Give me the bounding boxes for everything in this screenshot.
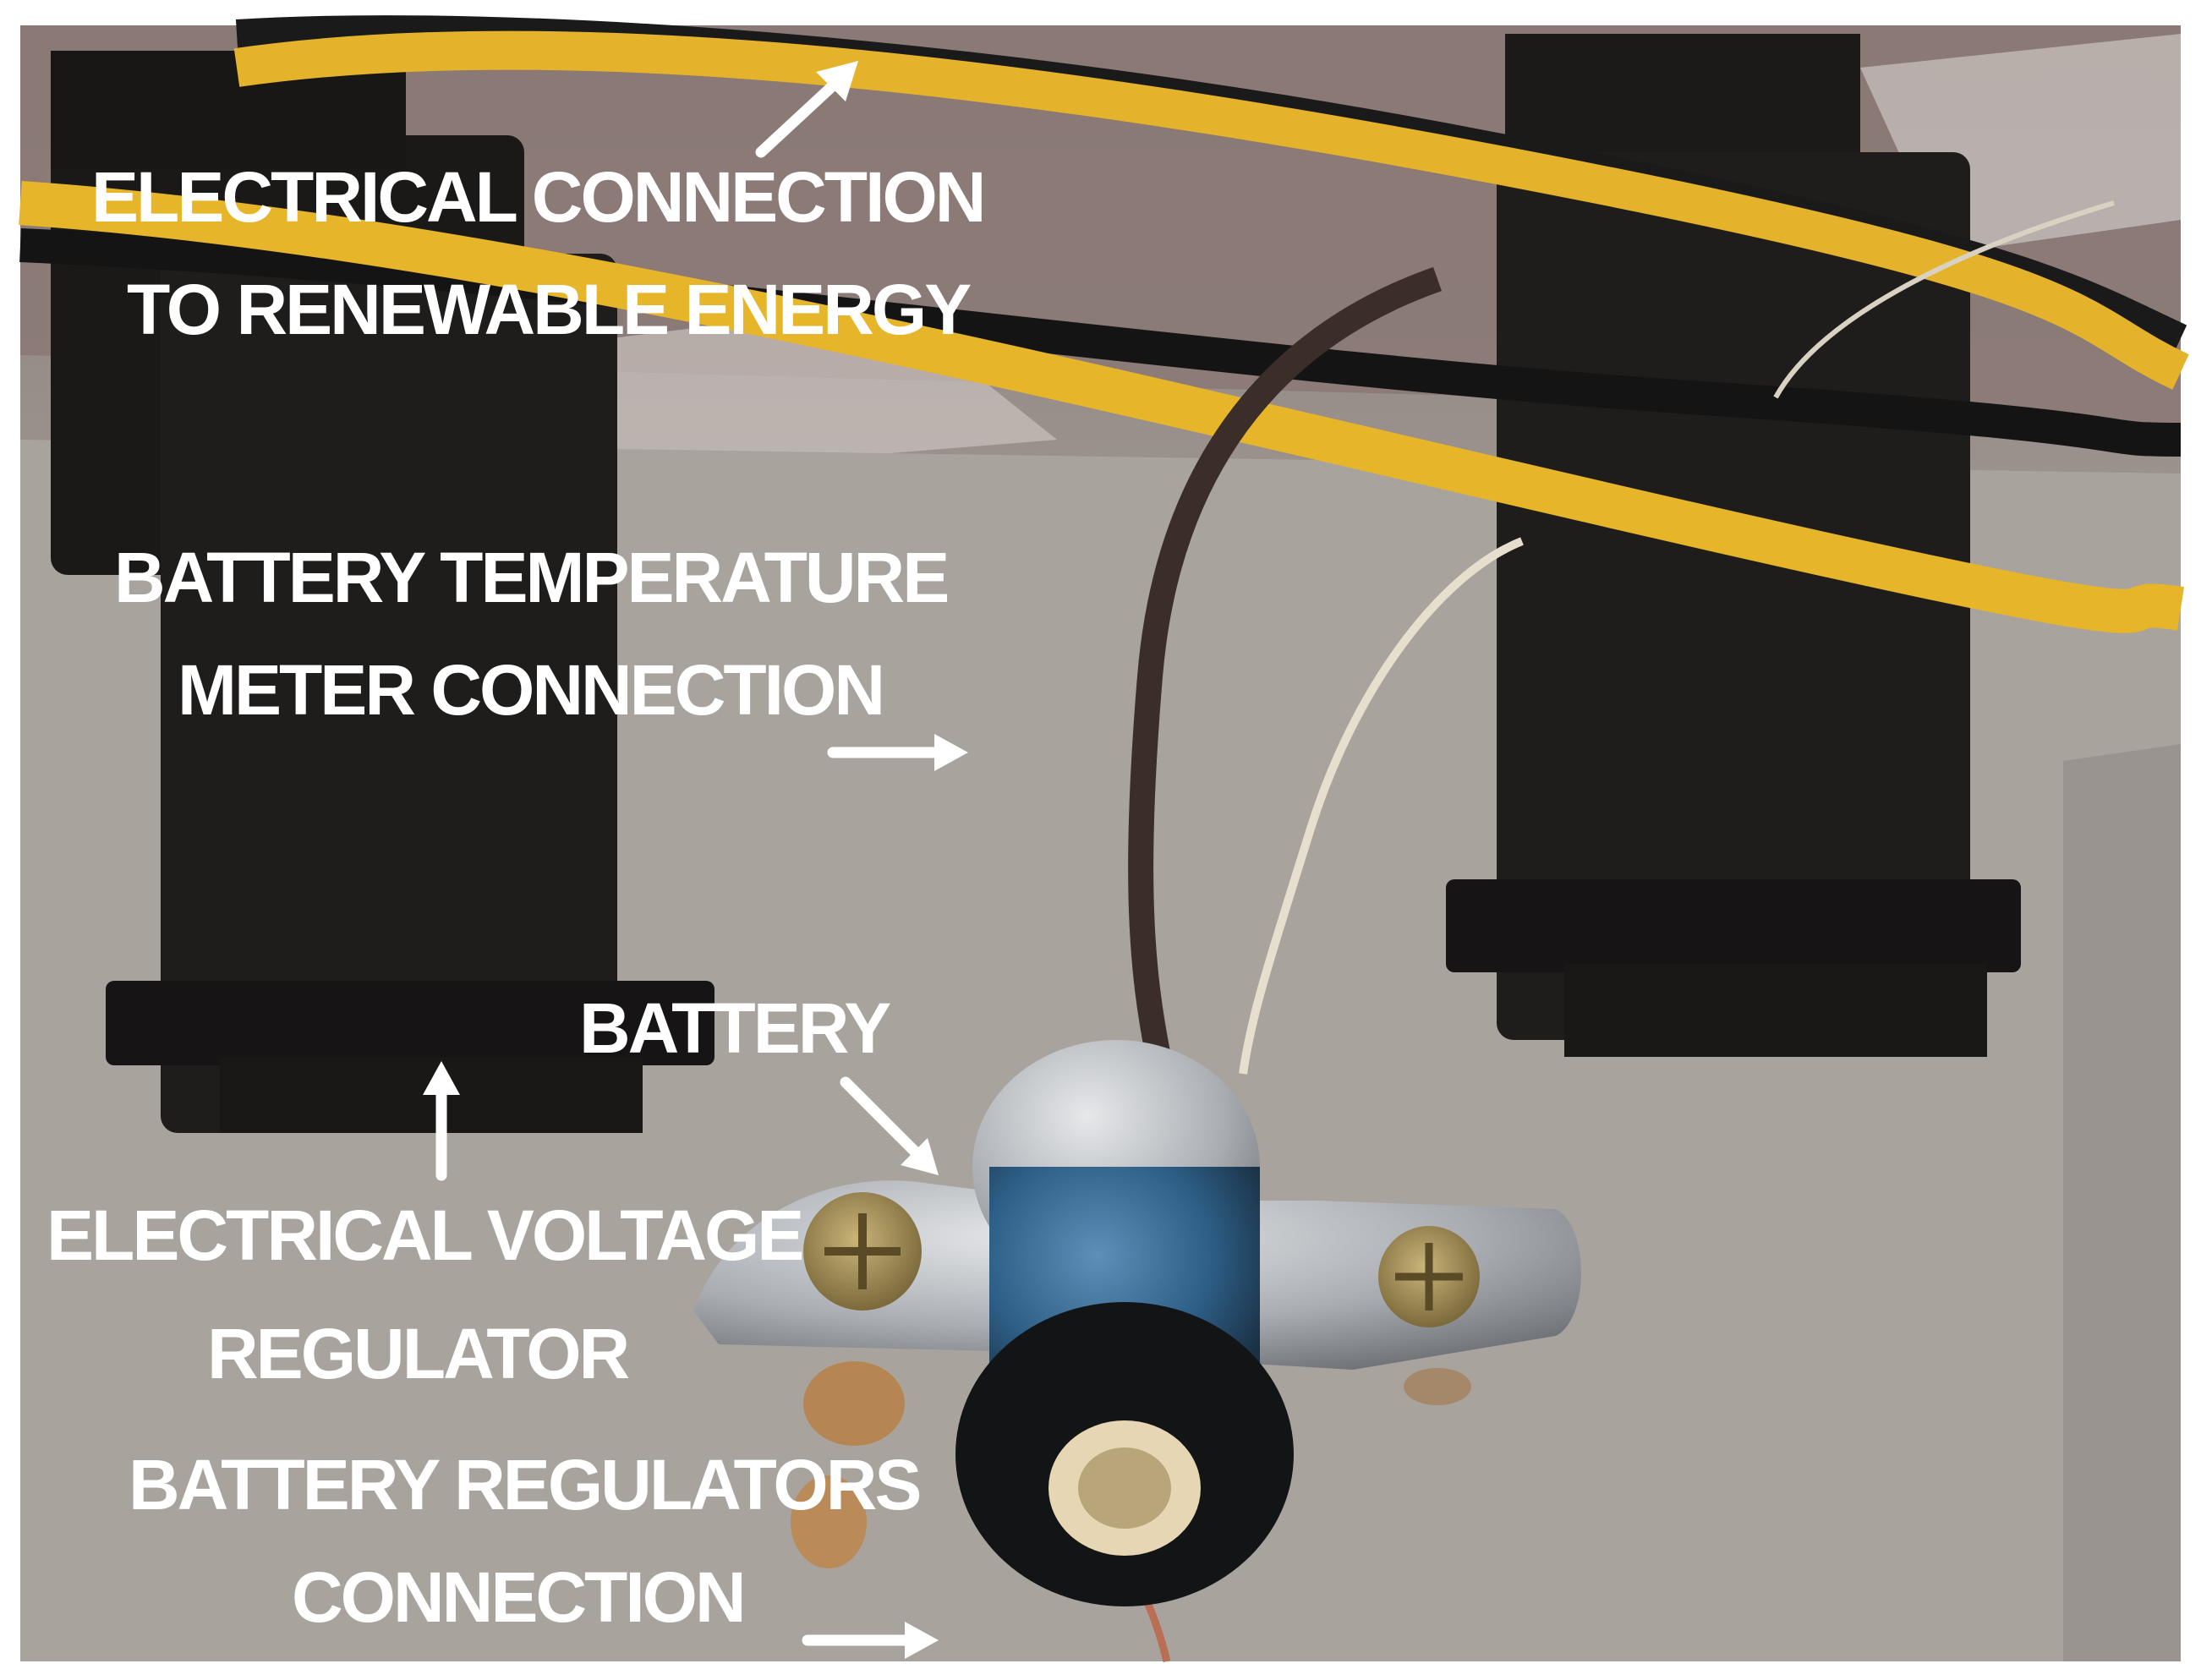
arrow-battery [840,1076,939,1175]
arrow-voltage-regulator [423,1061,460,1181]
arrow-temperature-connection [827,734,968,771]
label-regulators-line1: BATTERY REGULATORS [129,1445,919,1524]
label-renewable-line2: TO RENEWABLE ENERGY [127,270,971,349]
arrow-regulators-connection [802,1622,939,1659]
label-voltage-line2: REGULATOR [207,1314,629,1393]
label-renewable-line1: ELECTRICAL CONNECTION [91,157,983,237]
label-voltage-line1: ELECTRICAL VOLTAGE [47,1196,802,1275]
label-temperature-line2: METER CONNECTION [178,650,883,730]
label-battery: BATTERY [579,988,890,1068]
label-temperature-line1: BATTERY TEMPERATURE [114,538,947,617]
wire-bundle [19,15,2189,1663]
arrow-renewable-connection [755,61,858,158]
battery-component [693,1040,1581,1606]
label-regulators-line2: CONNECTION [292,1557,744,1637]
